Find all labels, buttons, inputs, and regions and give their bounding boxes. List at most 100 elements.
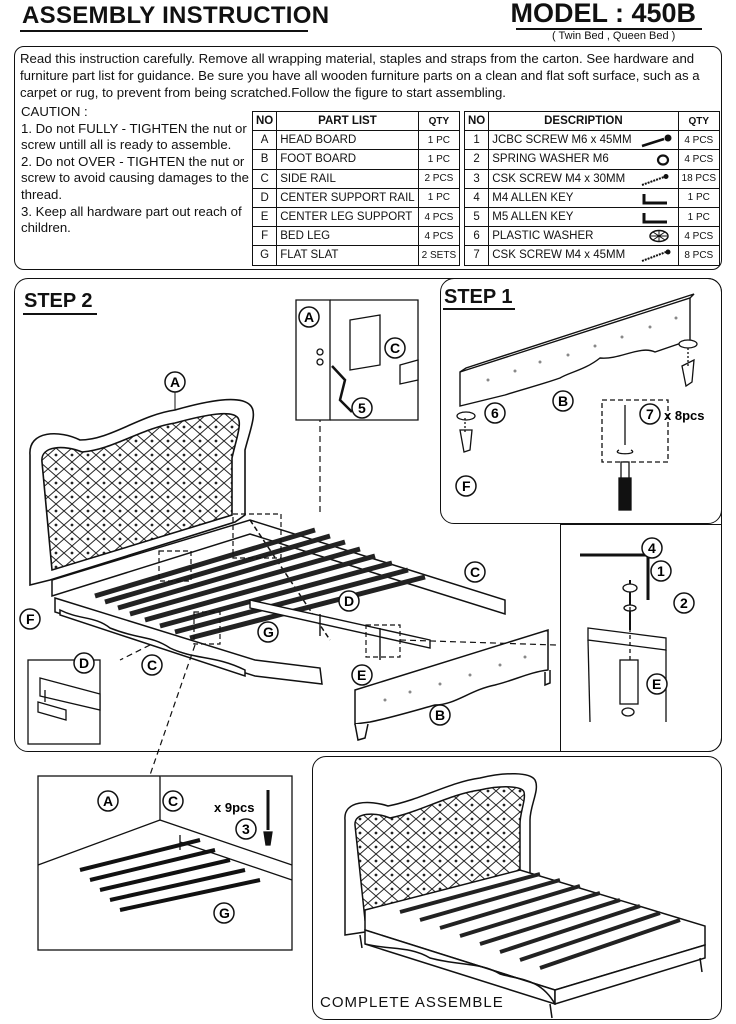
hw-no: 7 — [463, 245, 490, 266]
hw-desc: SPRING WASHER M6 — [488, 149, 679, 170]
hw-no: 5 — [463, 206, 490, 228]
part-qty: 1 PC — [417, 149, 461, 170]
screw-icon — [641, 249, 671, 263]
part-no: E — [251, 206, 278, 228]
model-underline — [516, 28, 702, 30]
hw-name: CSK SCREW M4 x 30MM — [492, 172, 626, 185]
hw-name: M5 ALLEN KEY — [492, 211, 574, 224]
caution-item-3: 3. Keep all hardware part out reach of c… — [21, 203, 242, 236]
hw-qty: 4 PCS — [677, 130, 721, 151]
callout-G-slat: G — [213, 902, 235, 924]
svg-text:3: 3 — [242, 821, 250, 837]
part-name: FOOT BOARD — [276, 149, 419, 170]
hw-desc: JCBC SCREW M6 x 45MM — [488, 130, 679, 151]
callout-A-slat: A — [97, 790, 119, 812]
hw-name: JCBC SCREW M6 x 45MM — [492, 134, 632, 147]
part-name: BED LEG — [276, 226, 419, 247]
part-qty: 1 PC — [417, 130, 461, 151]
slat-screw-detail — [37, 775, 293, 951]
hw-no: 3 — [463, 168, 490, 189]
part-name: CENTER SUPPORT RAIL — [276, 187, 419, 208]
part-qty: 4 PCS — [417, 226, 461, 247]
complete-assemble-caption: COMPLETE ASSEMBLE — [320, 994, 504, 1011]
hw-name: SPRING WASHER M6 — [492, 153, 609, 166]
title-underline — [20, 30, 308, 32]
hw-no: 4 — [463, 187, 490, 208]
svg-text:G: G — [219, 905, 230, 921]
hw-qty: 1 PC — [677, 206, 721, 228]
col-qty: QTY — [677, 110, 721, 132]
col-part-list: PART LIST — [276, 110, 419, 132]
hardware-detail-panel — [560, 524, 722, 752]
part-name: HEAD BOARD — [276, 130, 419, 151]
svg-text:A: A — [103, 793, 113, 809]
caution-title: CAUTION : — [21, 104, 88, 119]
callout-3: 3 — [235, 818, 257, 840]
part-no: F — [251, 226, 278, 247]
part-qty: 2 PCS — [417, 168, 461, 189]
document-title: ASSEMBLY INSTRUCTION — [22, 2, 330, 29]
part-qty: 4 PCS — [417, 206, 461, 228]
hw-name: PLASTIC WASHER — [492, 230, 594, 243]
allen-key-icon — [642, 193, 667, 205]
hw-desc: CSK SCREW M4 x 45MM — [488, 245, 679, 266]
step2-underline — [23, 313, 97, 315]
col-no: NO — [251, 110, 278, 132]
caution-item-2: 2. Do not OVER - TIGHTEN the nut or scre… — [21, 153, 249, 202]
hw-no: 2 — [463, 149, 490, 170]
allen-key-icon — [642, 212, 667, 224]
part-qty: 1 PC — [417, 187, 461, 208]
part-name: CENTER LEG SUPPORT — [276, 206, 419, 228]
part-no: C — [251, 168, 278, 189]
hw-qty: 4 PCS — [677, 226, 721, 247]
hw-no: 6 — [463, 226, 490, 247]
part-no: A — [251, 130, 278, 151]
step3-count: x 9pcs — [214, 800, 254, 815]
table-header-row: NO DESCRIPTION QTY — [463, 110, 721, 132]
caution-block: CAUTION : 1. Do not FULLY - TIGHTEN the … — [21, 104, 249, 237]
screw-icon — [641, 173, 669, 186]
step2-label: STEP 2 — [24, 290, 93, 312]
model-subtitle: ( Twin Bed , Queen Bed ) — [552, 30, 676, 42]
complete-assembly-panel — [312, 756, 722, 1020]
col-no: NO — [463, 110, 490, 132]
col-qty: QTY — [417, 110, 461, 132]
part-name: FLAT SLAT — [276, 245, 419, 266]
step1-label: STEP 1 — [444, 286, 513, 308]
plastic-washer-icon — [648, 229, 669, 243]
hw-name: M4 ALLEN KEY — [492, 191, 574, 204]
hw-qty: 4 PCS — [677, 149, 721, 170]
caution-item-1: 1. Do not FULLY - TIGHTEN the nut or scr… — [21, 120, 247, 153]
hw-desc: M5 ALLEN KEY — [488, 206, 679, 228]
svg-text:C: C — [168, 793, 178, 809]
col-description: DESCRIPTION — [488, 110, 679, 132]
hw-qty: 8 PCS — [677, 245, 721, 266]
callout-C-slat: C — [162, 790, 184, 812]
hw-qty: 1 PC — [677, 187, 721, 208]
info-box — [14, 46, 722, 270]
hw-desc: CSK SCREW M4 x 30MM — [488, 168, 679, 189]
step1-panel — [440, 278, 722, 524]
part-qty: 2 SETS — [417, 245, 461, 266]
hw-no: 1 — [463, 130, 490, 151]
hw-name: CSK SCREW M4 x 45MM — [492, 249, 626, 262]
part-no: B — [251, 149, 278, 170]
hw-qty: 18 PCS — [677, 168, 721, 189]
washer-icon — [656, 154, 669, 166]
hw-desc: PLASTIC WASHER — [488, 226, 679, 247]
part-no: D — [251, 187, 278, 208]
table-header-row: NO PART LIST QTY — [251, 110, 461, 132]
